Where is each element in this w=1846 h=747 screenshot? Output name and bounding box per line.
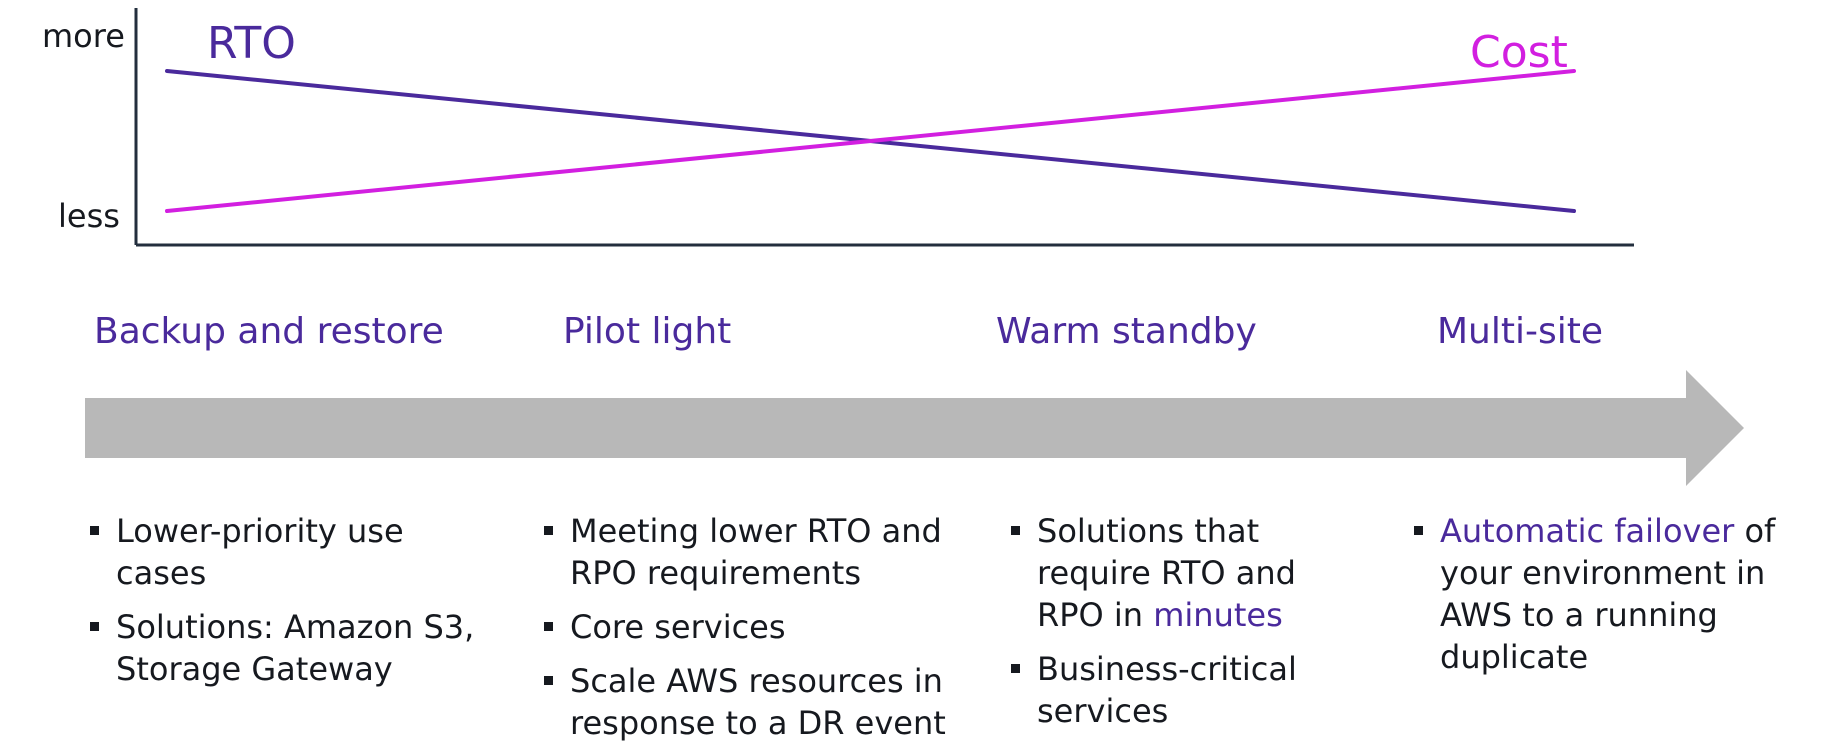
bullet-icon (544, 676, 553, 685)
cost-series-line (165, 69, 1576, 213)
bullet-icon (1011, 664, 1020, 673)
list-item: Solutions: Amazon S3, Storage Gateway (88, 606, 488, 690)
list-item: Meeting lower RTO and RPO requirements (542, 510, 962, 594)
list-item: Solutions that require RTO and RPO in mi… (1009, 510, 1339, 636)
bullet-icon (90, 622, 99, 631)
progression-arrow-shape (85, 370, 1744, 486)
list-item: Core services (542, 606, 962, 648)
bullet-icon (544, 526, 553, 535)
y-tick-less: less (58, 197, 120, 235)
cost-series-label: Cost (1470, 27, 1568, 78)
stage-label-multi-site: Multi-site (1437, 311, 1604, 352)
stage-label-backup-and-restore: Backup and restore (94, 311, 444, 352)
bullet-icon (544, 622, 553, 631)
multi-site-details-list: Automatic failover of your environment i… (1412, 510, 1792, 690)
rto-cost-chart: RTO Cost (134, 8, 1634, 247)
list-item: Lower-priority use cases (88, 510, 488, 594)
bullet-icon (1414, 526, 1423, 535)
rto-series-label: RTO (207, 18, 296, 69)
backup-details-list: Lower-priority use cases Solutions: Amaz… (88, 510, 488, 702)
stage-label-warm-standby: Warm standby (996, 311, 1257, 352)
list-item: Scale AWS resources in response to a DR … (542, 660, 962, 744)
bullet-icon (90, 526, 99, 535)
warm-standby-details-list: Solutions that require RTO and RPO in mi… (1009, 510, 1339, 744)
stage-label-pilot-light: Pilot light (563, 311, 732, 352)
y-tick-more: more (42, 17, 125, 55)
list-item: Business-critical services (1009, 648, 1339, 732)
minutes-highlight: minutes (1153, 596, 1283, 634)
automatic-failover-highlight: Automatic failover (1440, 512, 1735, 550)
list-item: Automatic failover of your environment i… (1412, 510, 1792, 678)
bullet-icon (1011, 526, 1020, 535)
pilot-light-details-list: Meeting lower RTO and RPO requirements C… (542, 510, 962, 747)
